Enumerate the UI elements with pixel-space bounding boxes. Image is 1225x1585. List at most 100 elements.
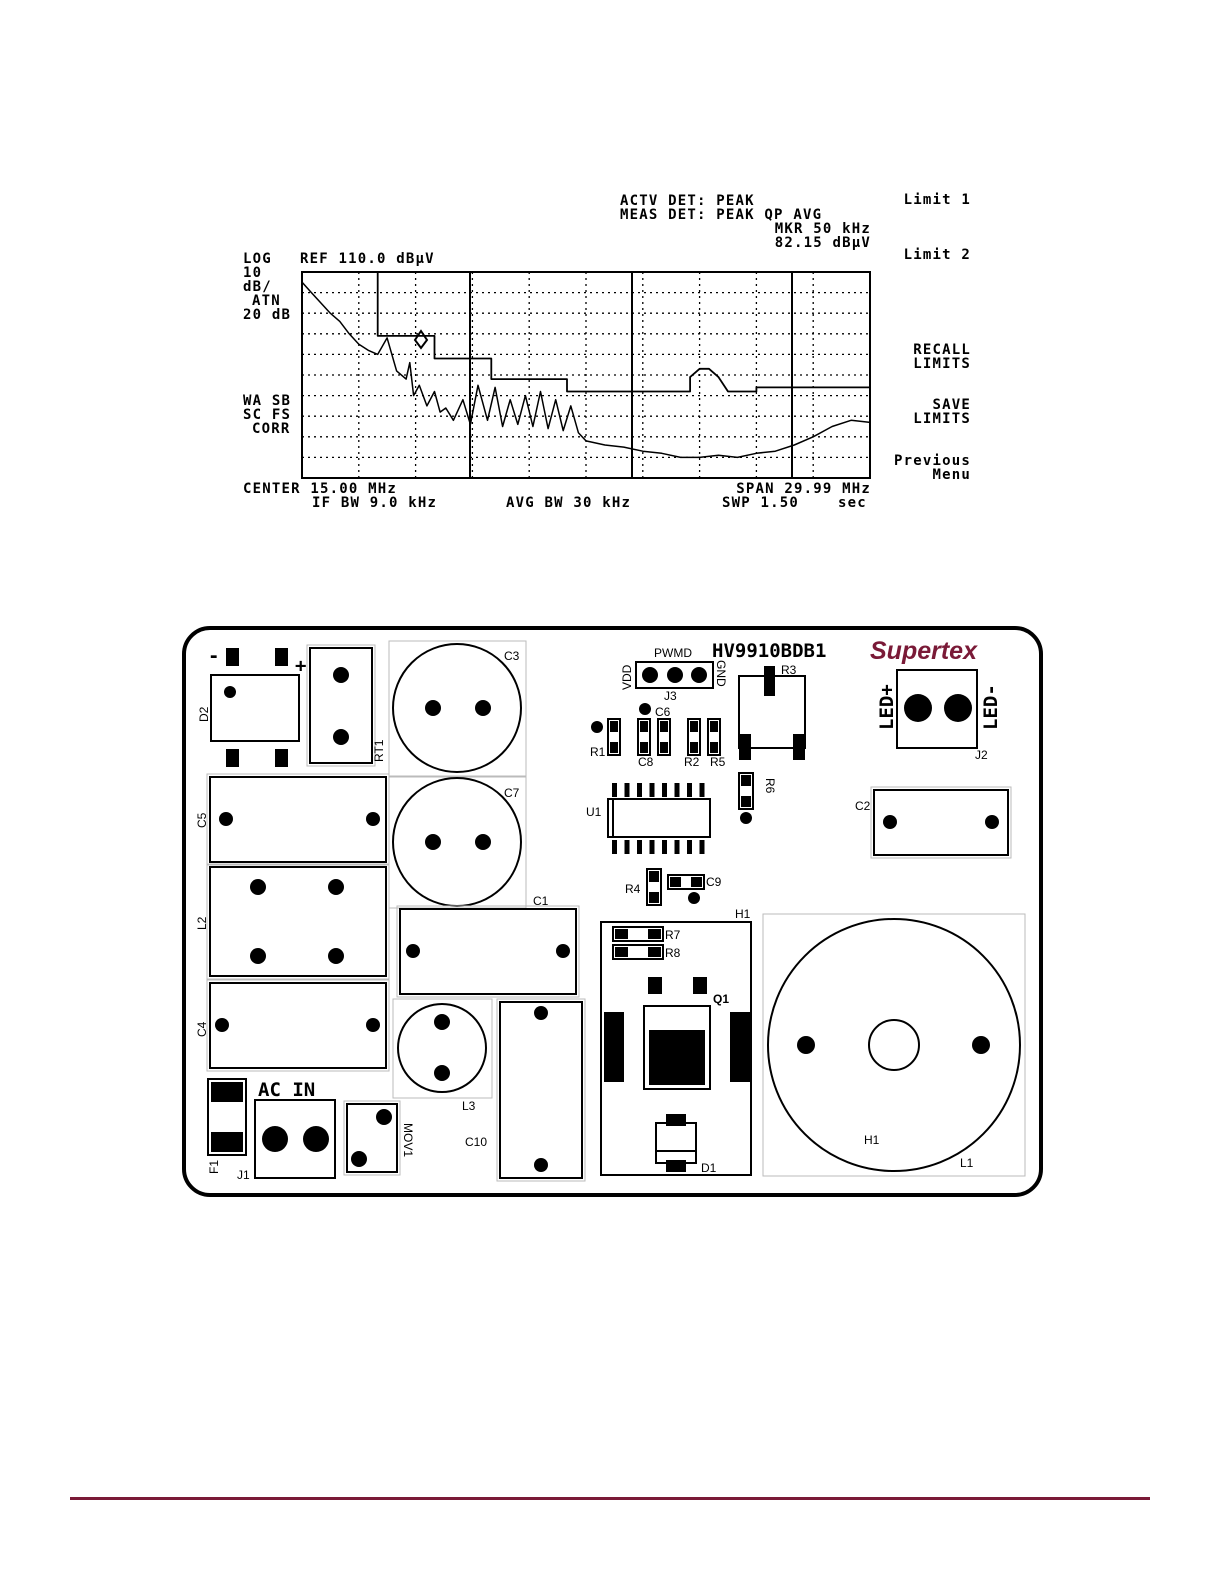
j3-label: J3 xyxy=(664,689,677,703)
component-c8: C8 xyxy=(637,703,654,769)
component-c5: C5 xyxy=(195,773,390,866)
component-c6: C6 xyxy=(655,705,671,756)
u1-pin xyxy=(699,840,705,854)
component-u1: U1 xyxy=(586,783,711,854)
c1-label: C1 xyxy=(533,894,549,908)
r6-label: R6 xyxy=(763,778,777,794)
u1-pin xyxy=(624,840,630,854)
sc-fs-indicator: SC FS xyxy=(243,407,292,423)
component-c2: C2 xyxy=(855,786,1012,859)
led-plus-label: LED+ xyxy=(876,684,898,730)
c6-label: C6 xyxy=(655,705,671,719)
sweep-readout: SWP 1.50 xyxy=(722,495,800,511)
component-c4: C4 xyxy=(195,979,390,1072)
component-c1: C1 xyxy=(396,894,580,998)
component-h1-q1: H1 R7 R8 Q1 D1 xyxy=(600,907,752,1176)
u1-pin xyxy=(687,783,692,797)
led-minus-label: LED- xyxy=(980,684,1002,730)
c10-label: C10 xyxy=(465,1135,487,1149)
center-frequency: CENTER 15.00 MHz xyxy=(243,481,398,497)
r4-label: R4 xyxy=(625,882,641,896)
d2-label: D2 xyxy=(197,706,211,722)
attenuation-value: 20 dB xyxy=(243,307,292,323)
r3-label: R3 xyxy=(781,663,797,677)
board-model-label: HV9910BDB1 xyxy=(712,640,826,662)
c7-label: C7 xyxy=(504,786,520,800)
u1-pin xyxy=(649,783,655,797)
component-r1: R1 xyxy=(590,718,621,759)
attenuation-label: ATN xyxy=(252,293,281,309)
c3-label: C3 xyxy=(504,649,520,663)
gnd-label: GND xyxy=(714,660,728,687)
softkey-save-line2: LIMITS xyxy=(913,411,971,427)
sweep-unit: sec xyxy=(838,495,867,511)
j1-label: J1 xyxy=(237,1168,250,1182)
c4-label: C4 xyxy=(195,1021,209,1037)
d2-minus-label: - xyxy=(208,645,219,667)
q1-label: Q1 xyxy=(713,992,729,1006)
if-bandwidth: IF BW 9.0 kHz xyxy=(312,495,438,511)
component-r3: R3 xyxy=(738,663,806,760)
u1-pin xyxy=(624,783,630,797)
component-f1: F1 xyxy=(207,1078,247,1174)
component-r4: R4 xyxy=(625,868,662,906)
c9-label: C9 xyxy=(706,875,722,889)
emission-trace xyxy=(301,281,871,459)
r7-label: R7 xyxy=(665,928,681,942)
u1-pin xyxy=(674,840,680,854)
c2-label: C2 xyxy=(855,799,871,813)
r1-label: R1 xyxy=(590,745,606,759)
component-c10: C10 xyxy=(465,998,586,1182)
softkey-limit-2[interactable]: Limit 2 xyxy=(903,247,971,263)
reference-level: REF 110.0 dBµV xyxy=(300,251,435,267)
component-l1: H1 L1 xyxy=(762,913,1026,1177)
marker-diamond xyxy=(413,329,429,350)
u1-pin xyxy=(662,783,667,797)
u1-pin xyxy=(649,840,655,854)
u1-pin xyxy=(674,783,680,797)
c8-label: C8 xyxy=(638,755,654,769)
vdd-label: VDD xyxy=(620,664,634,690)
avg-bandwidth: AVG BW 30 kHz xyxy=(506,495,632,511)
ac-in-label: AC IN xyxy=(258,1079,315,1101)
r2-label: R2 xyxy=(684,755,700,769)
corr-indicator: CORR xyxy=(252,421,291,437)
softkey-save-line1: SAVE xyxy=(932,397,971,413)
marker-freq-readout: MKR 50 kHz xyxy=(774,221,871,237)
component-r6: R6 xyxy=(738,772,777,824)
component-c9: C9 xyxy=(667,874,722,904)
span-readout: SPAN 29.99 MHz xyxy=(736,481,871,497)
component-l2: L2 xyxy=(195,863,390,980)
mov1-label: MOV1 xyxy=(401,1123,415,1157)
u1-pin xyxy=(662,840,667,854)
l2-label: L2 xyxy=(195,916,209,930)
scale-type: LOG xyxy=(243,251,272,267)
component-r2: R2 xyxy=(684,718,701,769)
wa-sb-indicator: WA SB xyxy=(243,393,292,409)
component-d2: - + D2 xyxy=(197,645,306,767)
marker-level-readout: 82.15 dBµV xyxy=(774,235,871,251)
component-r5: R5 xyxy=(707,718,726,769)
component-rt1: RT1 xyxy=(306,644,386,767)
h1-top-label: H1 xyxy=(735,907,751,921)
l1-label: L1 xyxy=(960,1156,974,1170)
u1-pin xyxy=(687,840,692,854)
scale-per-div: 10 xyxy=(243,265,263,281)
u1-pin xyxy=(637,783,642,797)
softkey-previous-line2: Menu xyxy=(932,467,971,483)
component-mov1: MOV1 xyxy=(343,1100,415,1176)
r8-label: R8 xyxy=(665,946,681,960)
u1-pin xyxy=(612,840,617,854)
softkey-recall-line1: RECALL xyxy=(913,342,971,358)
h1-l1-label: H1 xyxy=(864,1133,880,1147)
plot-frame xyxy=(301,271,871,479)
supertex-logo: Supertex xyxy=(870,637,978,665)
softkey-limit-1[interactable]: Limit 1 xyxy=(903,192,971,208)
u1-pin xyxy=(699,783,705,797)
component-l3: L3 xyxy=(392,998,493,1113)
component-c3: C3 xyxy=(388,640,527,777)
actv-det-readout: ACTV DET: PEAK xyxy=(620,193,755,209)
d2-plus-label: + xyxy=(295,655,306,677)
l3-label: L3 xyxy=(462,1099,476,1113)
